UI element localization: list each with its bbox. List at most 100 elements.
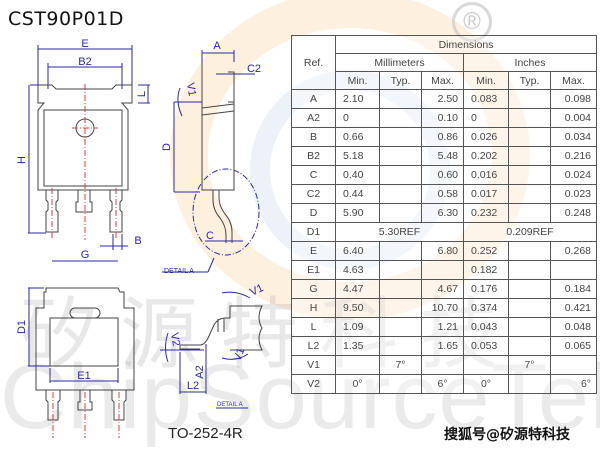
cell-mm-typ [379, 336, 422, 356]
cell-ref: L [291, 317, 336, 337]
cell-mm-typ [379, 165, 422, 185]
cell-in-min: 0.202 [463, 146, 509, 166]
cell-mm-min: 5.90 [335, 203, 380, 223]
cell-in-min: 0.083 [463, 89, 509, 109]
cell-mm-min: 9.50 [335, 298, 380, 318]
cell-ref: C [291, 165, 336, 185]
cell-mm-min: 2.10 [335, 89, 380, 109]
cell-in-typ [508, 374, 551, 394]
cell-mm-max [421, 260, 464, 280]
cell-in-max: 6° [550, 374, 597, 394]
cell-in-min: 0.374 [463, 298, 509, 318]
bottom-view-centerlines [52, 392, 120, 438]
dim-label-V1: V1 [184, 82, 198, 97]
cell-ref: L2 [291, 336, 336, 356]
dim-label-B: B [134, 235, 141, 247]
dim-label-A: A [213, 40, 221, 52]
cell-mm-typ [379, 108, 422, 128]
cell-in-typ [508, 279, 551, 299]
cell-in-max: 0.034 [550, 127, 597, 147]
sub-header-in-typ: Typ. [508, 71, 551, 90]
sub-header-in-min: Min. [463, 71, 509, 90]
cell-mm-min: 0.40 [335, 165, 380, 185]
cell-mm-typ [379, 298, 422, 318]
side-view-dimensions [162, 50, 255, 273]
cell-ref: D [291, 203, 336, 223]
detail-a-label: DETAIL A [164, 268, 194, 275]
cell-in-typ [508, 108, 551, 128]
cell-mm-typ [379, 279, 422, 299]
cell-ref: V2 [291, 374, 336, 394]
cell-mm-ref: 5.30REF [335, 222, 464, 242]
cell-mm-max: 4.67 [421, 279, 464, 299]
cell-mm-max: 0.86 [421, 127, 464, 147]
cell-in-typ [508, 298, 551, 318]
cell-in-max: 0.184 [550, 279, 597, 299]
package-name: TO-252-4R [168, 425, 243, 442]
inches-header: Inches [463, 53, 597, 72]
cell-ref: B [291, 127, 336, 147]
cell-in-min: 0.176 [463, 279, 509, 299]
cell-mm-typ [379, 146, 422, 166]
cell-in-typ [508, 260, 551, 280]
cell-in-max: 0.248 [550, 203, 597, 223]
cell-mm-typ [379, 260, 422, 280]
dimensions-table: Ref. Dimensions Millimeters Inches Min. … [291, 35, 597, 394]
cell-mm-min: 1.09 [335, 317, 380, 337]
cell-mm-min: 1.35 [335, 336, 380, 356]
cell-mm-typ [379, 89, 422, 109]
dim-label-V1-detail-lower: V1 [232, 346, 248, 363]
cell-in-typ [508, 146, 551, 166]
detail-a-dimensions [160, 291, 251, 409]
sub-header-mm-min: Min. [335, 71, 380, 90]
cell-mm-max: 0.10 [421, 108, 464, 128]
cell-mm-max: 10.70 [421, 298, 464, 318]
dim-label-C: C [206, 230, 214, 242]
cell-mm-max [421, 355, 464, 375]
cell-in-max: 0.023 [550, 184, 597, 204]
cell-mm-typ [379, 241, 422, 261]
cell-in-min: 0° [463, 374, 509, 394]
cell-mm-min: 6.40 [335, 241, 380, 261]
cell-mm-max: 0.58 [421, 184, 464, 204]
cell-mm-min: 0.66 [335, 127, 380, 147]
cell-in-typ [508, 184, 551, 204]
cell-mm-typ [379, 317, 422, 337]
cell-in-max [550, 260, 597, 280]
cell-in-ref: 0.209REF [463, 222, 597, 242]
dim-label-D: D [161, 143, 173, 151]
cell-in-typ [508, 127, 551, 147]
dim-label-B2: B2 [78, 56, 91, 68]
cell-mm-min: 0° [335, 374, 380, 394]
cell-mm-min: 4.47 [335, 279, 380, 299]
cell-in-min: 0.017 [463, 184, 509, 204]
cell-mm-typ [379, 374, 422, 394]
cell-mm-max: 6.80 [421, 241, 464, 261]
dim-label-E: E [81, 38, 88, 50]
dim-label-H: H [16, 156, 28, 164]
cell-in-max: 0.048 [550, 317, 597, 337]
cell-mm-max: 1.65 [421, 336, 464, 356]
cell-in-max: 0.065 [550, 336, 597, 356]
sub-header-in-max: Max. [550, 71, 597, 90]
cell-in-typ: 7° [508, 355, 551, 375]
cell-in-min: 0.053 [463, 336, 509, 356]
dim-label-L2: L2 [187, 380, 199, 392]
cell-mm-max: 1.21 [421, 317, 464, 337]
cell-mm-min: 4.63 [335, 260, 380, 280]
cell-mm-min: 5.18 [335, 146, 380, 166]
cell-in-typ [508, 336, 551, 356]
cell-in-max: 0.098 [550, 89, 597, 109]
cell-in-typ [508, 241, 551, 261]
top-view-centerlines [51, 84, 117, 240]
cell-ref: E [291, 241, 336, 261]
